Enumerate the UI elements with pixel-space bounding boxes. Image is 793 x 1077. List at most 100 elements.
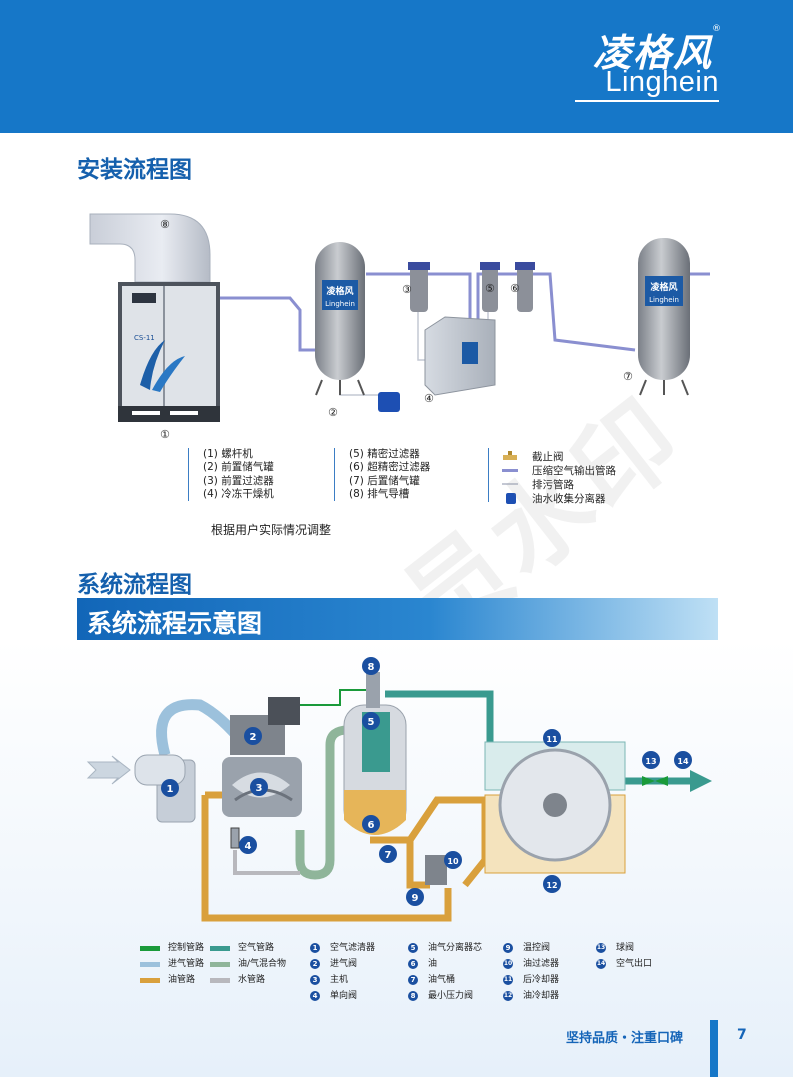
ultra-precision-filter: [515, 262, 535, 312]
legend-item: 油水收集分离器: [532, 493, 606, 505]
coolers: [484, 741, 626, 874]
page-number: 7: [737, 1027, 747, 1043]
pipe-key-item: 空气管路: [210, 940, 286, 956]
marker-3: ③: [402, 283, 412, 296]
svg-text:11: 11: [546, 735, 558, 744]
air-outlet-arrow: [690, 770, 712, 792]
pipe-key-col2: 空气管路 油/气混合物 水管路: [210, 940, 286, 988]
legend-item: (8) 排气导槽: [349, 487, 410, 500]
pipe-swatch: [210, 945, 230, 951]
system-section-title: 系统流程图: [77, 572, 192, 598]
number-7: 7: [379, 845, 397, 863]
oil-gas-tank: [343, 672, 407, 835]
svg-text:4: 4: [245, 841, 252, 852]
valve-icon: [500, 450, 532, 464]
oil-gas-line: [295, 725, 349, 880]
pre-air-tank: 凌格风 Linghein: [315, 242, 365, 396]
legend-item: (3) 前置过滤器: [203, 474, 274, 487]
svg-text:3: 3: [256, 783, 263, 794]
ball-valve: [642, 776, 668, 786]
tank-label-en: Linghein: [649, 296, 679, 304]
oil-water-separator: [378, 392, 400, 412]
number-8: 8: [362, 657, 380, 675]
pipe-key-col1: 控制管路 进气管路 油管路: [140, 940, 204, 988]
water-line: [233, 850, 300, 875]
legend-item: (7) 后置储气罐: [349, 474, 420, 487]
pipe-key-item: 油管路: [140, 972, 204, 988]
install-legend-mid: (5) 精密过滤器 (6) 超精密过滤器 (7) 后置储气罐 (8) 排气导槽: [334, 448, 431, 502]
marker-1: ①: [160, 428, 170, 441]
install-note: 根据用户实际情况调整: [211, 523, 332, 537]
check-valve: [230, 827, 240, 849]
svg-text:14: 14: [677, 757, 689, 766]
pipe-key-item: 水管路: [210, 972, 286, 988]
install-legend-left: (1) 螺杆机 (2) 前置储气罐 (3) 前置过滤器 (4) 冷冻干燥机: [188, 448, 274, 502]
number-4: 4: [239, 836, 257, 854]
svg-text:9: 9: [412, 893, 419, 904]
tank-label-cn: 凌格风: [326, 285, 353, 297]
legend-item: 压缩空气输出管路: [532, 465, 616, 477]
marker-8: ⑧: [160, 218, 170, 231]
legend-item: (1) 螺杆机: [203, 448, 253, 460]
main-unit: [222, 697, 302, 817]
svg-text:7: 7: [385, 850, 392, 861]
number-6: 6: [362, 815, 380, 833]
number-12: 12: [543, 875, 561, 893]
legend-item: 截止阀: [532, 451, 564, 463]
drain-pipe-icon: [500, 478, 532, 492]
pipe-swatch: [140, 961, 160, 967]
machine-model: CS-11: [134, 334, 155, 342]
number-2: 2: [244, 727, 262, 745]
pipe-key-item: 控制管路: [140, 940, 204, 956]
control-line: [300, 689, 368, 706]
oil-filter: [425, 855, 447, 885]
compressed-air-pipes: [220, 272, 710, 352]
marker-7: ⑦: [623, 370, 633, 383]
system-banner-text: 系统流程示意图: [87, 609, 263, 638]
install-legend-right: 截止阀 压缩空气输出管路 排污管路 油水收集分离器: [500, 450, 616, 506]
legend-item: (6) 超精密过滤器: [349, 461, 431, 474]
pipe-swatch: [210, 977, 230, 983]
tank-label-cn: 凌格风: [650, 281, 677, 293]
refrigerated-dryer: [424, 316, 496, 396]
footer-slogan: 坚持品质・注重口碑: [566, 1031, 684, 1046]
inlet-arrow: [86, 755, 131, 785]
intake-line: [156, 699, 250, 757]
svg-text:12: 12: [546, 881, 557, 890]
legend-item: (4) 冷冻干燥机: [203, 487, 274, 500]
logo-underline: [575, 100, 719, 102]
number-14: 14: [674, 751, 692, 769]
tank-label-en: Linghein: [325, 300, 355, 308]
legend-divider: [488, 448, 489, 502]
marker-6: ⑥: [510, 282, 520, 295]
install-section-title: 安装流程图: [77, 157, 192, 183]
svg-text:2: 2: [250, 732, 257, 743]
air-pipe-icon: [500, 464, 532, 478]
svg-text:1: 1: [167, 784, 174, 795]
pipe-swatch: [140, 977, 160, 983]
pipe-key-item: 进气管路: [140, 956, 204, 972]
brand-logo-cn: 凌格风: [592, 30, 713, 75]
svg-text:8: 8: [368, 662, 375, 673]
system-banner: 系统流程示意图: [77, 598, 718, 640]
install-markers: ⑧ ① ② ③ ④ ⑤ ⑥ ⑦: [160, 218, 633, 441]
component-numbers: 1 2 3 4 5 6 7 8 9 10 11 12 13 14: [161, 657, 692, 906]
marker-5: ⑤: [485, 282, 495, 295]
number-3: 3: [250, 778, 268, 796]
exhaust-duct: [89, 213, 211, 283]
registered-mark: ®: [712, 24, 721, 34]
number-9: 9: [406, 888, 424, 906]
system-flow-diagram: 1 2 3 4 5 6 7 8 9 10 11 12 13 14: [86, 657, 712, 922]
marker-4: ④: [424, 392, 434, 405]
number-1: 1: [161, 779, 179, 797]
header-band: 凌格风 ® Linghein: [0, 0, 793, 133]
svg-text:10: 10: [447, 857, 459, 866]
svg-text:5: 5: [368, 717, 375, 728]
separator-icon: [500, 492, 532, 506]
svg-text:13: 13: [645, 757, 656, 766]
number-11: 11: [543, 729, 561, 747]
pipe-key-item: 油/气混合物: [210, 956, 286, 972]
